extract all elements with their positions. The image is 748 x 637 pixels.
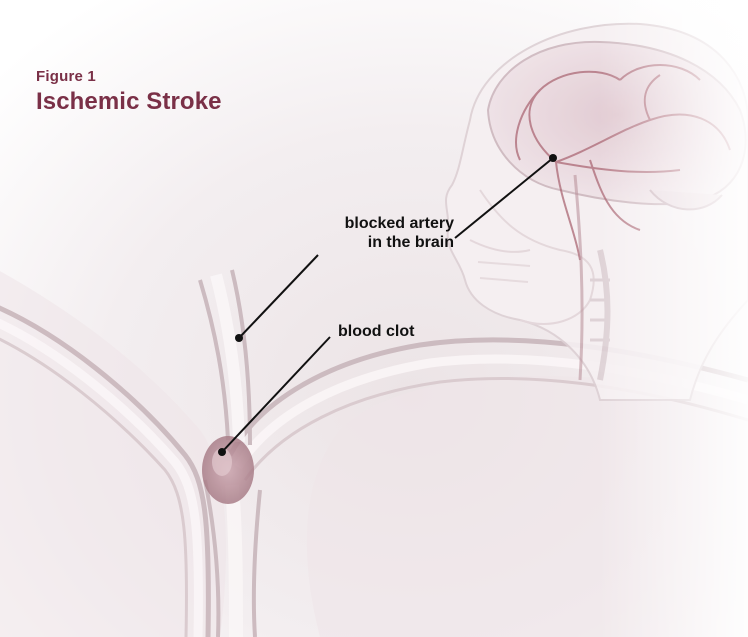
- blocked-artery-callout: blocked artery in the brain: [304, 214, 454, 252]
- artery-leader-dot: [549, 154, 557, 162]
- blocked-artery-line1: blocked artery: [304, 214, 454, 233]
- figure-title: Ischemic Stroke: [36, 88, 222, 116]
- blood-clot-callout: blood clot: [338, 322, 414, 341]
- clot-leader-dot: [218, 448, 226, 456]
- blocked-artery-line2: in the brain: [304, 233, 454, 252]
- figure-number: Figure 1: [36, 68, 96, 85]
- artery-zoom-leader-dot: [235, 334, 243, 342]
